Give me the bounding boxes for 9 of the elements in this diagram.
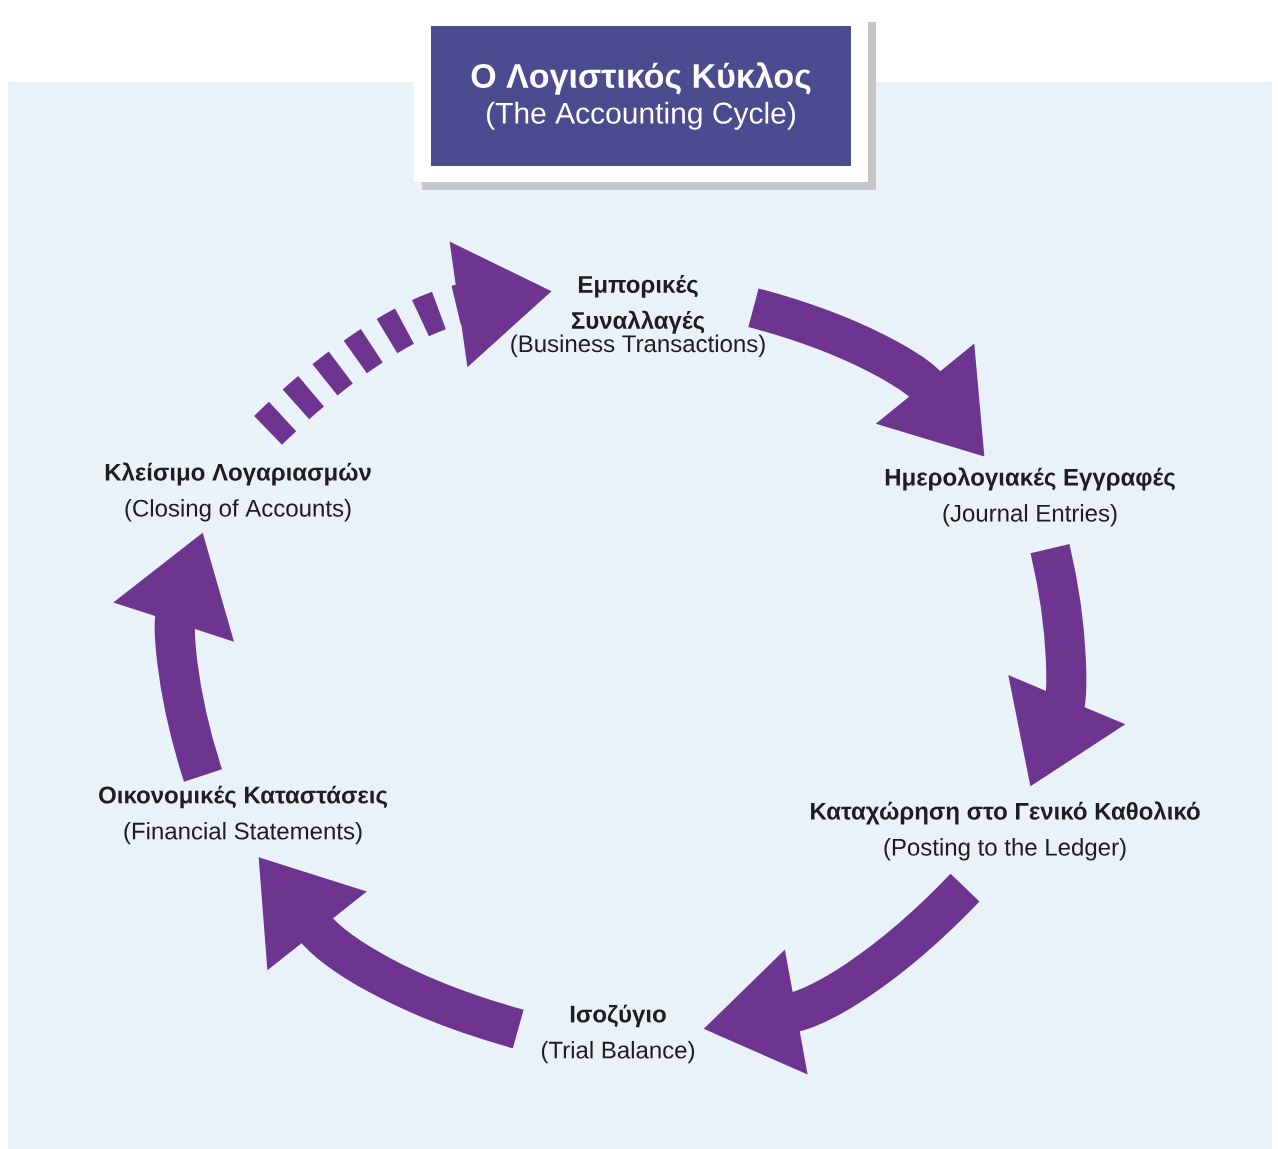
step-label: Οικονομικές Καταστάσεις (Financial Statements)	[99, 785, 387, 845]
step-label: Ημερολογιακές Εγγραφές (Journal Entries)	[885, 467, 1175, 527]
step-label: Εμπορικές Συναλλαγές (Business Transactions)	[511, 275, 765, 357]
step-label: Καταχώρηση στο Γενικό Καθολικό (Posting to the Ledger)	[811, 801, 1200, 861]
step-label: Ισοζύγιο (Trial Balance)	[541, 1004, 695, 1064]
node-label: (The Accounting Cycle)	[486, 101, 795, 130]
step-label: Κλείσιμο Λογαριασμών (Closing of Accounts)	[105, 462, 371, 522]
title-box: Ο Λογιστικός Κύκλος (The Accounting Cycle)	[414, 10, 876, 190]
node-label: Ο Λογιστικός Κύκλος	[471, 62, 811, 95]
